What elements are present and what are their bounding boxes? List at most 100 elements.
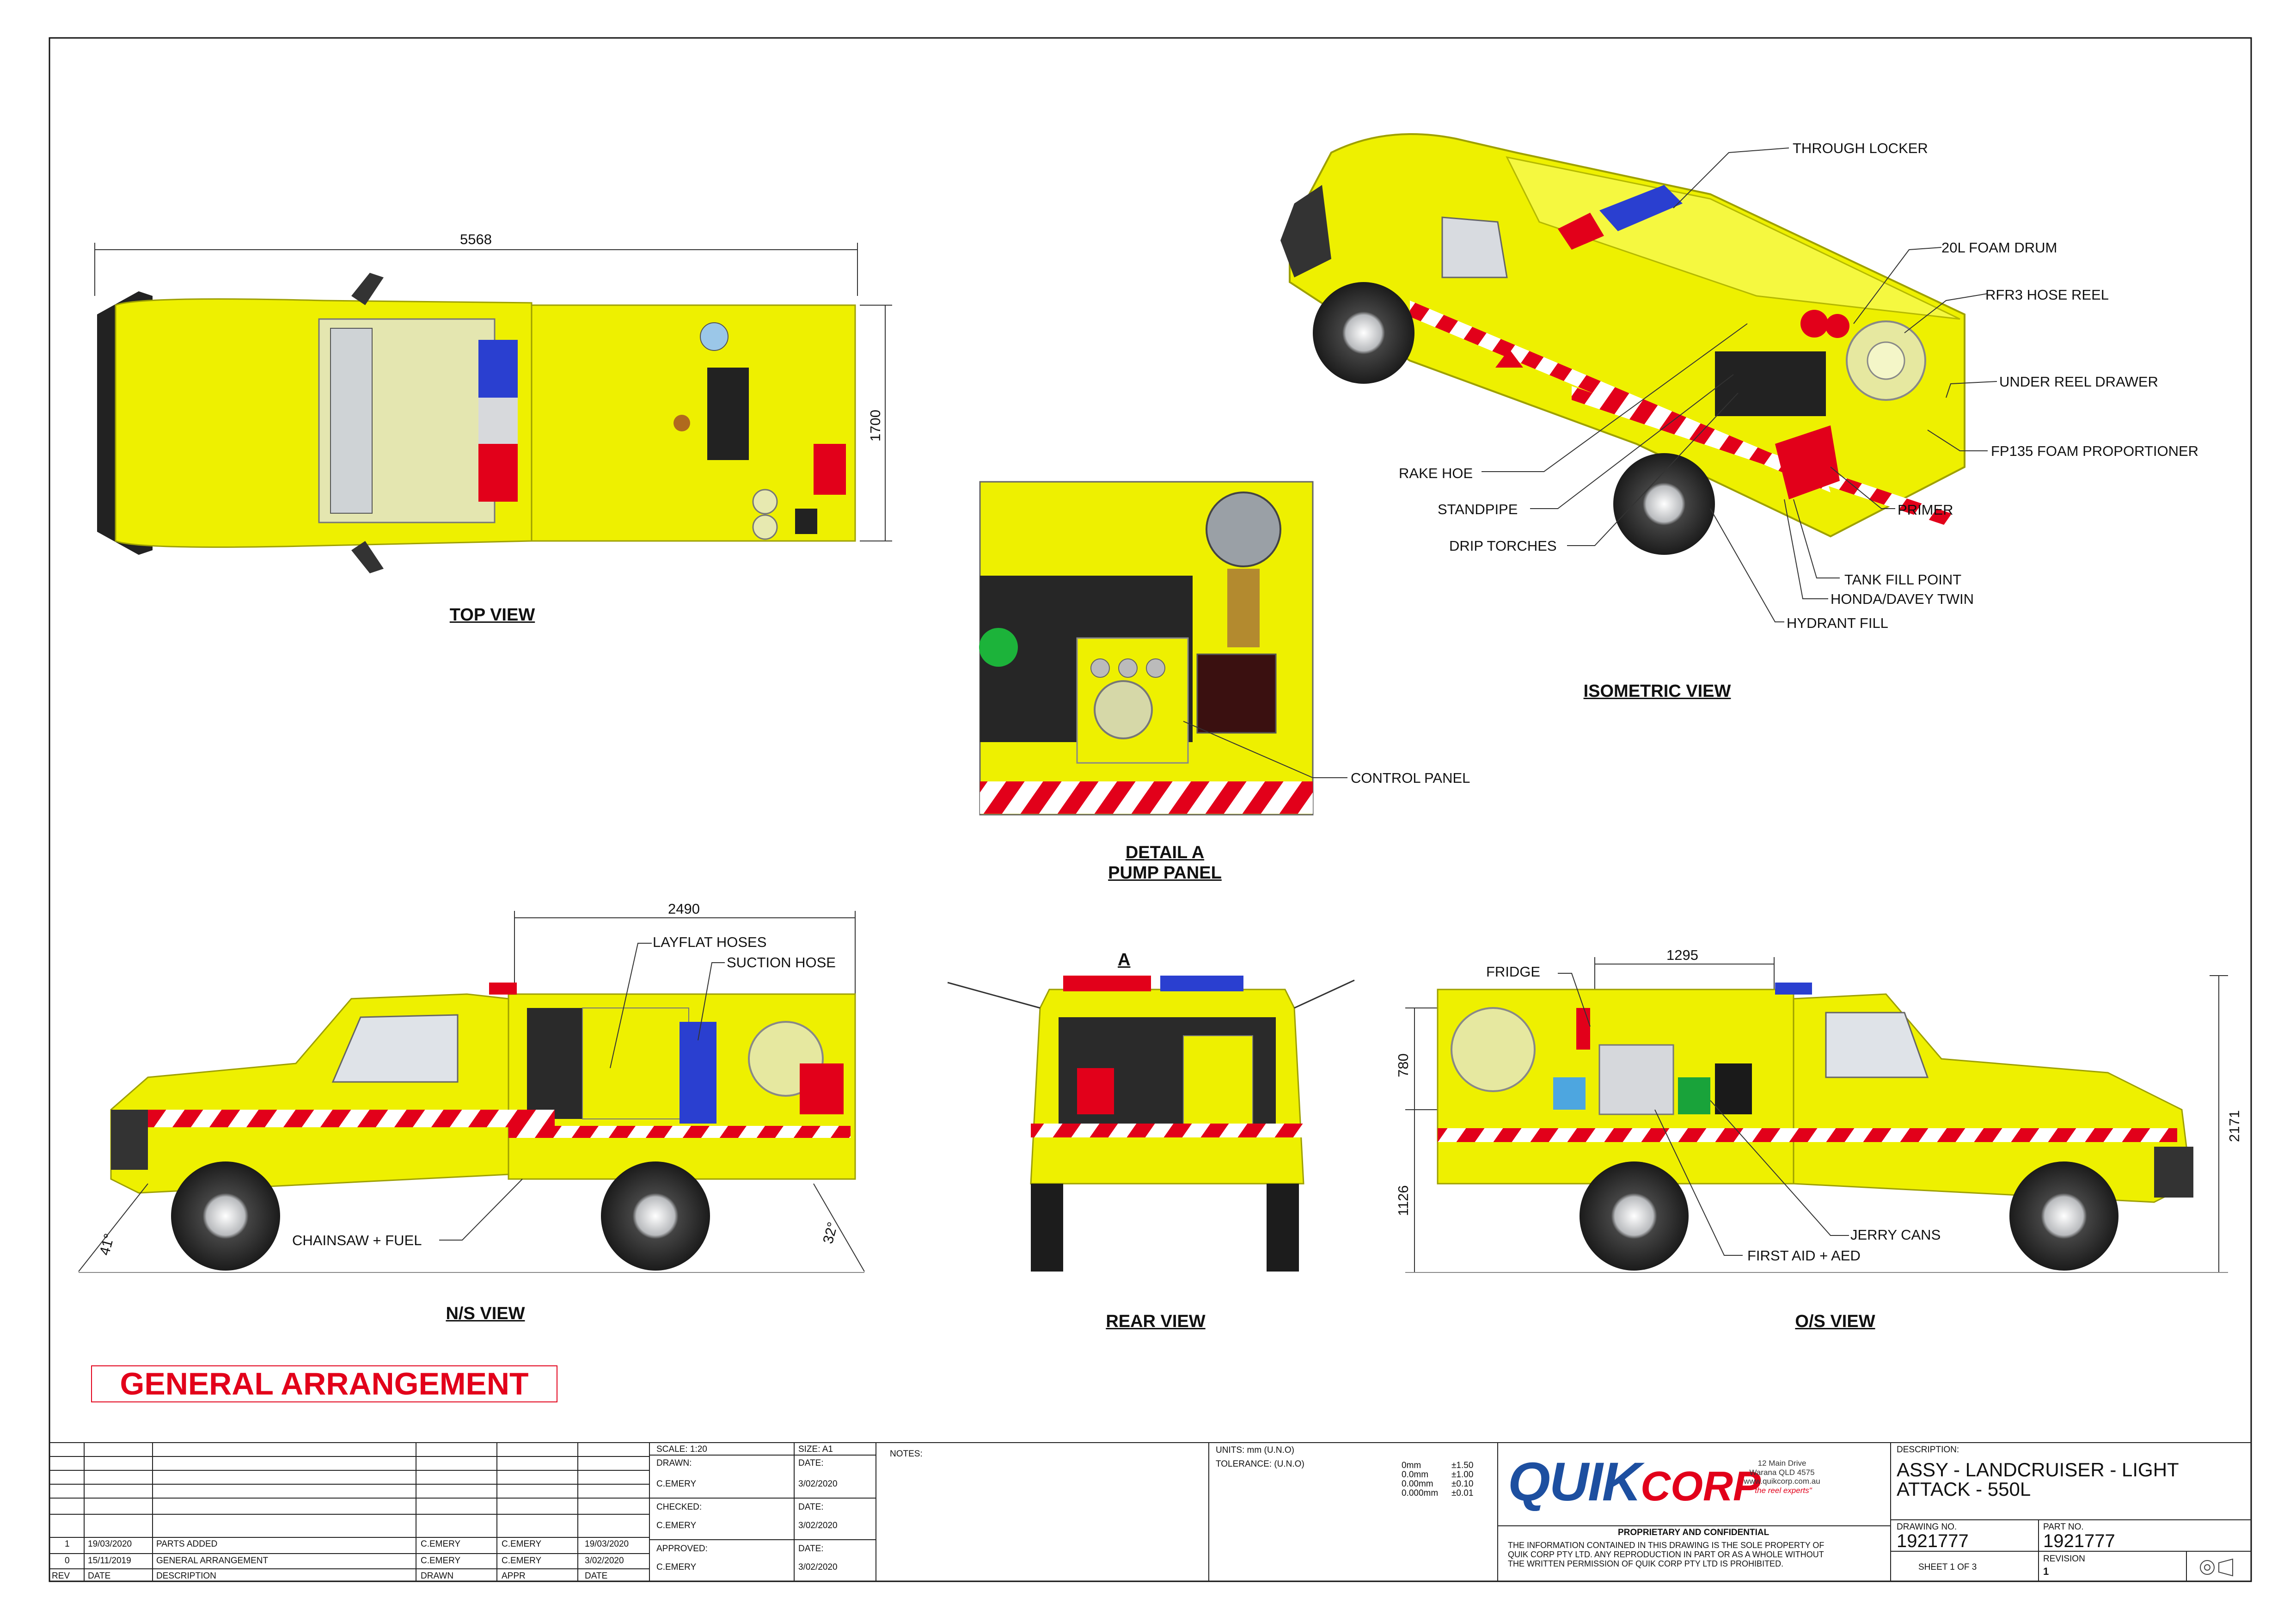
rev-row-0-appr-date: 3/02/2020 [585,1556,624,1566]
drawn-by: C.EMERY [656,1479,697,1489]
proprietary-text-1: THE INFORMATION CONTAINED IN THIS DRAWIN… [1508,1541,1825,1550]
rev-row-1-drawn: C.EMERY [421,1539,461,1549]
tol-v-3: ±0.01 [1451,1488,1474,1498]
checked-by: C.EMERY [656,1521,697,1530]
company-address: 12 Main Drive Warana QLD 4575 www.quikco… [1744,1459,1820,1495]
callout-honda-davey: HONDA/DAVEY TWIN [1831,591,1974,607]
callout-layflat-hoses: LAYFLAT HOSES [653,934,767,950]
rear-view-title: REAR VIEW [1106,1312,1206,1331]
rev-row-1-rev: 1 [65,1539,70,1549]
callout-tank-fill: TANK FILL POINT [1844,571,1962,588]
drawn-date: 3/02/2020 [798,1479,838,1489]
callout-rake-hoe: RAKE HOE [1399,465,1473,481]
detail-a-marker: A [1118,950,1131,970]
tol-v-0: ±1.50 [1451,1461,1474,1470]
sheet-size: SIZE: A1 [798,1444,833,1454]
callout-chainsaw-fuel: CHAINSAW + FUEL [292,1232,422,1248]
rev-row-0-rev: 0 [65,1556,70,1566]
checked-date: 3/02/2020 [798,1521,838,1530]
rev-row-1-description: PARTS ADDED [156,1539,218,1549]
revision-number: 1 [2043,1566,2049,1577]
proprietary-text-2: QUIK CORP PTY LTD. ANY REPRODUCTION IN P… [1508,1550,1824,1559]
tolerance: TOLERANCE: (U.N.O) [1216,1459,1304,1469]
callout-under-reel-drawer: UNDER REEL DRAWER [1999,374,2158,390]
dim-os-height: 2171 [2226,1110,2242,1142]
tol-v-2: ±0.10 [1451,1479,1474,1489]
dim-ns-body: 2490 [668,901,700,917]
top-view-drawing [94,243,892,573]
callout-control-panel: CONTROL PANEL [1351,770,1470,786]
callout-through-locker: THROUGH LOCKER [1793,140,1928,156]
dim-os-lower: 1126 [1395,1185,1411,1216]
os-leaders [1558,973,1849,1256]
quikcorp-logo: QUIKCORP [1508,1451,1761,1512]
callout-jerry-cans: JERRY CANS [1850,1227,1941,1243]
callout-drip-torches: DRIP TORCHES [1449,538,1557,554]
general-arrangement-banner: GENERAL ARRANGEMENT [91,1365,557,1402]
callout-suction-hose: SUCTION HOSE [727,954,836,971]
tol-f-0: 0mm [1402,1461,1421,1470]
rev-header-appr: APPR [502,1571,526,1581]
notes-label: NOTES: [890,1449,923,1459]
drawn-label: DRAWN: [656,1458,692,1468]
callout-first-aid-aed: FIRST AID + AED [1747,1247,1861,1264]
proprietary-heading: PROPRIETARY AND CONFIDENTIAL [1618,1528,1769,1537]
dim-os-body: 1295 [1666,947,1698,963]
description-label: DESCRIPTION: [1897,1445,1959,1455]
top-view-title: TOP VIEW [449,605,535,625]
proprietary-text-3: THE WRITTEN PERMISSION OF QUIK CORP PTY … [1508,1559,1784,1568]
revision-label: REVISION [2043,1554,2085,1564]
isometric-leaders [1482,147,1997,622]
dim-top-width: 1700 [867,410,883,442]
callout-hose-reel: RFR3 HOSE REEL [1985,287,2109,303]
approved-label: APPROVED: [656,1544,708,1554]
checked-date-label: DATE: [798,1502,824,1512]
checked-label: CHECKED: [656,1502,702,1512]
rear-view-drawing [947,976,1355,1272]
tol-f-3: 0.000mm [1402,1488,1439,1498]
part-no-label: PART NO. [2043,1522,2084,1532]
callout-standpipe: STANDPIPE [1438,501,1518,517]
callout-primer: PRIMER [1898,502,1953,518]
rev-header-date: DATE [88,1571,111,1581]
tol-f-2: 0.00mm [1402,1479,1433,1489]
isometric-view-title: ISOMETRIC VIEW [1583,682,1731,701]
tol-f-1: 0.0mm [1402,1470,1429,1480]
rev-header-description: DESCRIPTION [156,1571,216,1581]
drawing-no-label: DRAWING NO. [1897,1522,1957,1532]
callout-foam-drum: 20L FOAM DRUM [1941,240,2057,256]
approved-date-label: DATE: [798,1544,824,1554]
ns-leaders [439,943,725,1241]
units: UNITS: mm (U.N.O) [1216,1445,1294,1455]
sheet-border [49,37,2252,1582]
rev-row-0-drawn: C.EMERY [421,1556,461,1566]
dim-top-length: 5568 [460,231,492,247]
rev-header-appr-date: DATE [585,1571,608,1581]
rev-header-rev: REV [52,1571,70,1581]
description-line-1: ASSY - LANDCRUISER - LIGHT [1897,1459,2179,1481]
detail-a-subtitle: PUMP PANEL [1108,863,1222,883]
callout-foam-proportioner: FP135 FOAM PROPORTIONER [1991,443,2199,459]
drawing-no: 1921777 [1897,1531,1969,1551]
rev-row-1-appr: C.EMERY [502,1539,542,1549]
rev-row-0-date: 15/11/2019 [88,1556,131,1566]
callout-fridge: FRIDGE [1486,964,1541,980]
isometric-view-drawing [1280,133,1965,555]
approved-by: C.EMERY [656,1562,697,1572]
projection-symbol [2200,1558,2233,1577]
scale: SCALE: 1:20 [656,1444,707,1454]
rev-row-0-description: GENERAL ARRANGEMENT [156,1556,269,1566]
detail-a-drawing [979,481,1347,816]
description-line-2: ATTACK - 550L [1897,1478,2031,1500]
title-block-grid [49,1442,2251,1581]
rev-row-1-date: 19/03/2020 [88,1539,132,1549]
rev-header-drawn: DRAWN [421,1571,454,1581]
rev-row-0-appr: C.EMERY [502,1556,542,1566]
rev-row-1-appr-date: 19/03/2020 [585,1539,629,1549]
approved-date: 3/02/2020 [798,1562,838,1572]
ns-view-title: N/S VIEW [446,1304,525,1323]
ns-view-drawing [78,911,865,1273]
drawn-date-label: DATE: [798,1458,824,1468]
tol-v-1: ±1.00 [1451,1470,1474,1480]
